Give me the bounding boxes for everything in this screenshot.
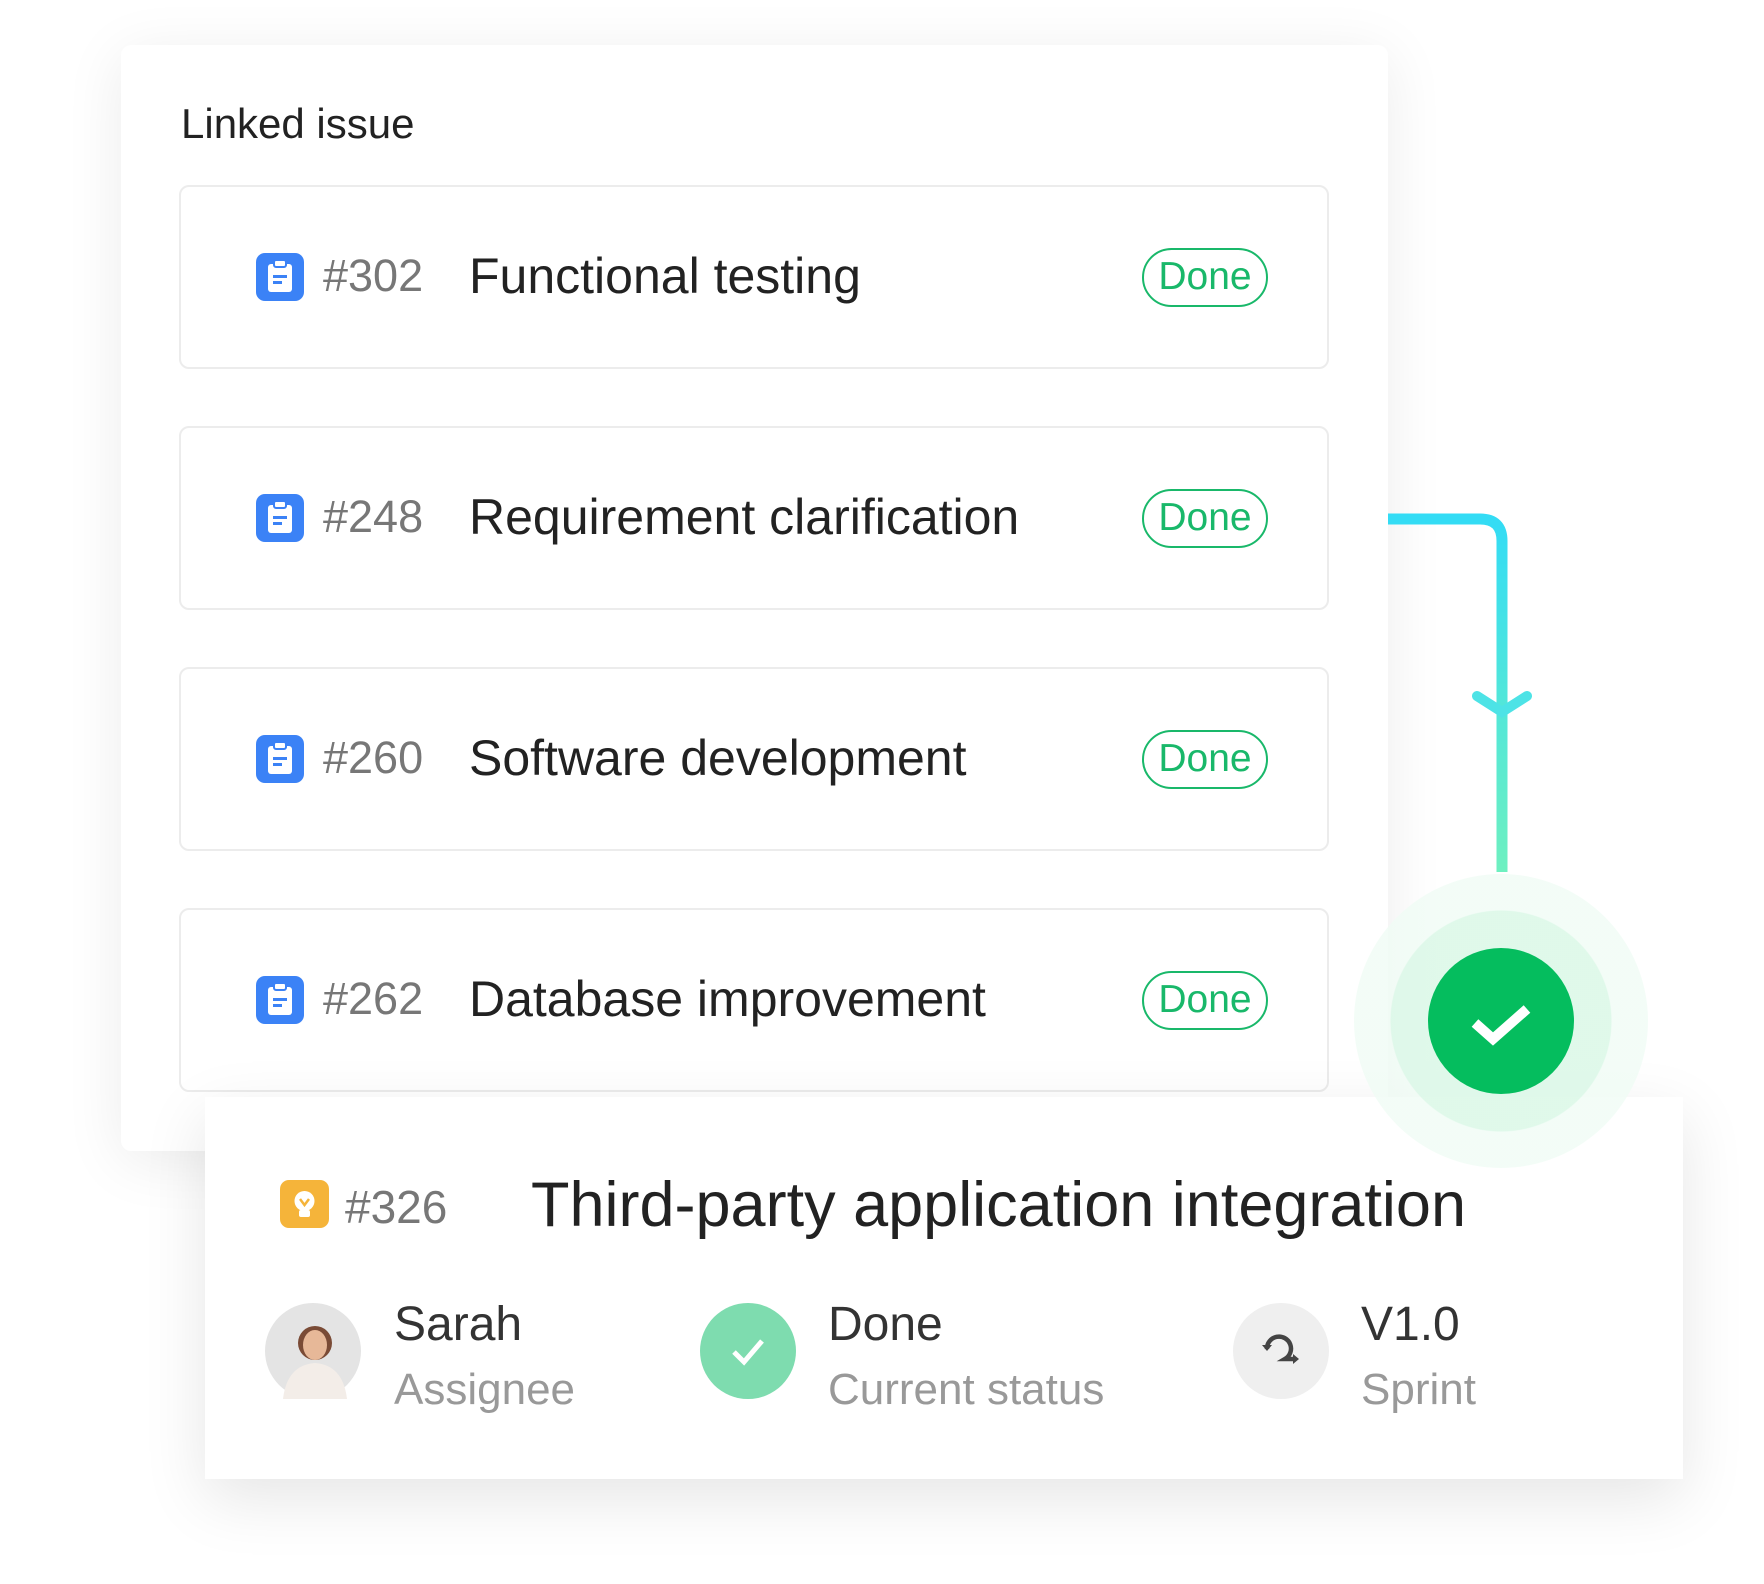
clipboard-icon — [256, 494, 304, 542]
status-badge: Done — [1142, 971, 1268, 1030]
status-value[interactable]: Done — [828, 1298, 943, 1351]
issue-name[interactable]: Functional testing — [469, 248, 861, 304]
avatar[interactable] — [265, 1303, 361, 1399]
clipboard-icon — [256, 253, 304, 301]
issue-name[interactable]: Database improvement — [469, 971, 986, 1027]
assignee-label: Assignee — [394, 1365, 576, 1414]
clipboard-icon — [256, 735, 304, 783]
linked-issue-row[interactable]: #302 Functional testing Done — [179, 185, 1329, 369]
issue-number: #302 — [323, 250, 424, 301]
clipboard-icon — [256, 976, 304, 1024]
issue-name[interactable]: Requirement clarification — [469, 489, 1020, 545]
sprint-value[interactable]: V1.0 — [1361, 1298, 1460, 1351]
section-title: Linked issue — [181, 100, 415, 147]
issue-number: #260 — [323, 732, 424, 783]
linked-issue-row[interactable]: #262 Database improvement Done — [179, 908, 1329, 1092]
status-badge: Done — [1142, 489, 1268, 548]
done-check-badge — [1354, 874, 1648, 1168]
sprint-cycle-icon — [1233, 1303, 1329, 1399]
issue-id: #326 — [345, 1181, 448, 1233]
sprint-label: Sprint — [1361, 1365, 1476, 1414]
linked-issue-row[interactable]: #260 Software development Done — [179, 667, 1329, 851]
issue-card[interactable]: #326 Third-party application integration… — [205, 1097, 1683, 1479]
issue-number: #262 — [323, 973, 424, 1024]
issue-title[interactable]: Third-party application integration — [531, 1170, 1467, 1240]
check-icon — [1428, 948, 1574, 1094]
lightbulb-icon — [280, 1180, 329, 1228]
status-badge: Done — [1142, 730, 1268, 789]
assignee-name: Sarah — [394, 1298, 523, 1351]
status-badge: Done — [1142, 248, 1268, 307]
status-check-icon — [700, 1303, 796, 1399]
linked-issue-row[interactable]: #248 Requirement clarification Done — [179, 426, 1329, 610]
issue-name[interactable]: Software development — [469, 730, 967, 786]
issue-number: #248 — [323, 491, 424, 542]
status-label: Current status — [828, 1365, 1105, 1414]
